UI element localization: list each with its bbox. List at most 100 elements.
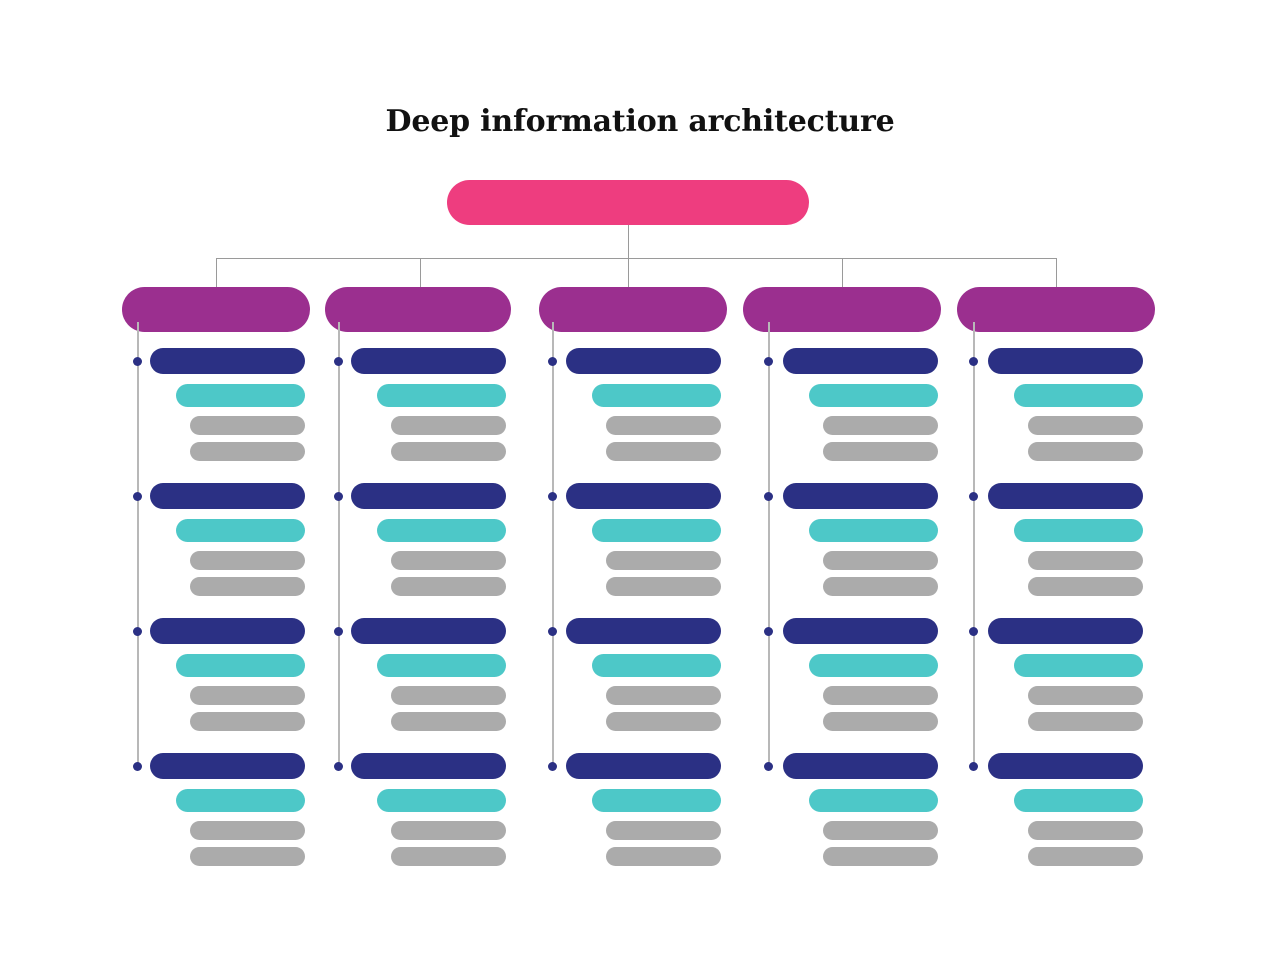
- root-node[interactable]: [447, 180, 809, 225]
- section-node-5-4[interactable]: [988, 753, 1143, 779]
- branch-header-2[interactable]: [325, 287, 511, 332]
- leaf-node-3-2-2[interactable]: [606, 577, 721, 596]
- spine-dot-3-2: [548, 491, 558, 501]
- section-node-2-3[interactable]: [351, 618, 506, 644]
- leaf-node-5-1-2[interactable]: [1028, 442, 1143, 461]
- page-title: Deep information architecture: [385, 104, 895, 139]
- leaf-node-4-2-1[interactable]: [823, 551, 938, 570]
- branch-header-3[interactable]: [539, 287, 727, 332]
- leaf-node-1-2-2[interactable]: [190, 577, 305, 596]
- spine-dot-4-2: [764, 491, 774, 501]
- subsection-node-2-4[interactable]: [377, 789, 506, 812]
- subsection-node-3-3[interactable]: [592, 654, 721, 677]
- leaf-node-5-4-2[interactable]: [1028, 847, 1143, 866]
- leaf-node-5-3-1[interactable]: [1028, 686, 1143, 705]
- leaf-node-1-1-1[interactable]: [190, 416, 305, 435]
- leaf-node-2-2-2[interactable]: [391, 577, 506, 596]
- leaf-node-2-4-2[interactable]: [391, 847, 506, 866]
- section-node-2-2[interactable]: [351, 483, 506, 509]
- section-node-3-4[interactable]: [566, 753, 721, 779]
- branch-header-5[interactable]: [957, 287, 1155, 332]
- section-node-2-1[interactable]: [351, 348, 506, 374]
- leaf-node-5-4-1[interactable]: [1028, 821, 1143, 840]
- leaf-node-3-4-1[interactable]: [606, 821, 721, 840]
- section-node-5-2[interactable]: [988, 483, 1143, 509]
- spine-dot-1-4: [133, 761, 143, 771]
- leaf-node-2-4-1[interactable]: [391, 821, 506, 840]
- leaf-node-4-1-2[interactable]: [823, 442, 938, 461]
- subsection-node-3-1[interactable]: [592, 384, 721, 407]
- branch-spine-3: [552, 322, 554, 766]
- spine-dot-4-3: [764, 626, 774, 636]
- subsection-node-4-1[interactable]: [809, 384, 938, 407]
- leaf-node-4-4-1[interactable]: [823, 821, 938, 840]
- leaf-node-3-2-1[interactable]: [606, 551, 721, 570]
- subsection-node-4-4[interactable]: [809, 789, 938, 812]
- section-node-3-2[interactable]: [566, 483, 721, 509]
- branch-spine-4: [768, 322, 770, 766]
- leaf-node-4-3-2[interactable]: [823, 712, 938, 731]
- section-node-1-2[interactable]: [150, 483, 305, 509]
- subsection-node-1-1[interactable]: [176, 384, 305, 407]
- leaf-node-1-4-1[interactable]: [190, 821, 305, 840]
- subsection-node-5-1[interactable]: [1014, 384, 1143, 407]
- subsection-node-3-2[interactable]: [592, 519, 721, 542]
- leaf-node-2-3-2[interactable]: [391, 712, 506, 731]
- leaf-node-5-2-1[interactable]: [1028, 551, 1143, 570]
- branch-header-4[interactable]: [743, 287, 941, 332]
- leaf-node-2-1-1[interactable]: [391, 416, 506, 435]
- leaf-node-4-3-1[interactable]: [823, 686, 938, 705]
- section-node-5-1[interactable]: [988, 348, 1143, 374]
- section-node-2-4[interactable]: [351, 753, 506, 779]
- subsection-node-5-4[interactable]: [1014, 789, 1143, 812]
- subsection-node-5-2[interactable]: [1014, 519, 1143, 542]
- leaf-node-3-4-2[interactable]: [606, 847, 721, 866]
- section-node-4-4[interactable]: [783, 753, 938, 779]
- spine-dot-5-1: [969, 356, 979, 366]
- subsection-node-5-3[interactable]: [1014, 654, 1143, 677]
- leaf-node-5-1-1[interactable]: [1028, 416, 1143, 435]
- leaf-node-3-3-1[interactable]: [606, 686, 721, 705]
- leaf-node-4-2-2[interactable]: [823, 577, 938, 596]
- subsection-node-1-3[interactable]: [176, 654, 305, 677]
- subsection-node-1-4[interactable]: [176, 789, 305, 812]
- subsection-node-2-3[interactable]: [377, 654, 506, 677]
- section-node-1-3[interactable]: [150, 618, 305, 644]
- subsection-node-1-2[interactable]: [176, 519, 305, 542]
- leaf-node-5-3-2[interactable]: [1028, 712, 1143, 731]
- section-node-4-3[interactable]: [783, 618, 938, 644]
- spine-dot-1-3: [133, 626, 143, 636]
- subsection-node-2-1[interactable]: [377, 384, 506, 407]
- leaf-node-5-2-2[interactable]: [1028, 577, 1143, 596]
- leaf-node-1-4-2[interactable]: [190, 847, 305, 866]
- leaf-node-4-1-1[interactable]: [823, 416, 938, 435]
- leaf-node-2-1-2[interactable]: [391, 442, 506, 461]
- leaf-node-1-3-1[interactable]: [190, 686, 305, 705]
- branch-header-1[interactable]: [122, 287, 310, 332]
- spine-dot-2-1: [334, 356, 344, 366]
- section-node-1-1[interactable]: [150, 348, 305, 374]
- leaf-node-2-3-1[interactable]: [391, 686, 506, 705]
- leaf-node-1-3-2[interactable]: [190, 712, 305, 731]
- leaf-node-1-1-2[interactable]: [190, 442, 305, 461]
- branch-spine-1: [137, 322, 139, 766]
- leaf-node-2-2-1[interactable]: [391, 551, 506, 570]
- subsection-node-4-3[interactable]: [809, 654, 938, 677]
- leaf-node-3-1-2[interactable]: [606, 442, 721, 461]
- subsection-node-2-2[interactable]: [377, 519, 506, 542]
- leaf-node-1-2-1[interactable]: [190, 551, 305, 570]
- subsection-node-4-2[interactable]: [809, 519, 938, 542]
- leaf-node-4-4-2[interactable]: [823, 847, 938, 866]
- section-node-4-1[interactable]: [783, 348, 938, 374]
- leaf-node-3-1-1[interactable]: [606, 416, 721, 435]
- section-node-4-2[interactable]: [783, 483, 938, 509]
- section-node-1-4[interactable]: [150, 753, 305, 779]
- section-node-3-3[interactable]: [566, 618, 721, 644]
- section-node-3-1[interactable]: [566, 348, 721, 374]
- section-node-5-3[interactable]: [988, 618, 1143, 644]
- leaf-node-3-3-2[interactable]: [606, 712, 721, 731]
- branch-spine-5: [973, 322, 975, 766]
- subsection-node-3-4[interactable]: [592, 789, 721, 812]
- spine-dot-5-4: [969, 761, 979, 771]
